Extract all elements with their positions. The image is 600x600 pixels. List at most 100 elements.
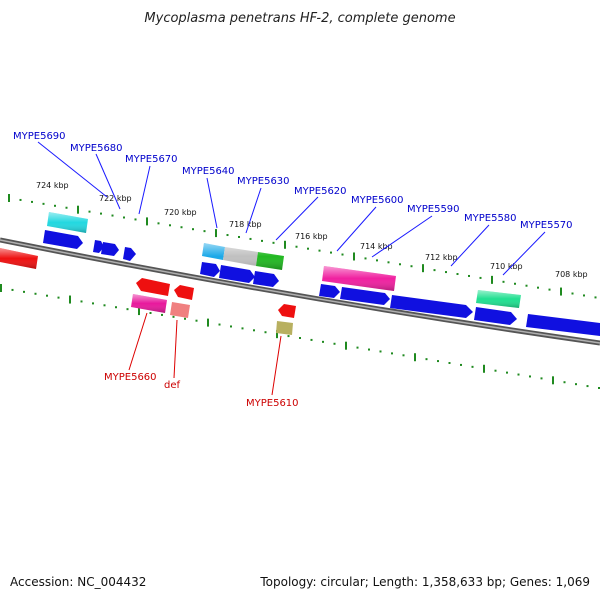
ruler-minor-tick <box>376 259 378 262</box>
gene-arrow <box>474 307 517 325</box>
ruler-major-tick <box>414 353 416 362</box>
ruler-minor-tick <box>80 300 83 303</box>
ruler-minor-tick <box>399 263 401 266</box>
ruler-minor-tick <box>88 210 91 213</box>
gene-labels-top: MYPE5690 MYPE5680 MYPE5670 MYPE5640 MYPE… <box>13 131 573 231</box>
ruler-minor-tick <box>502 280 505 283</box>
genes-reverse <box>0 248 296 335</box>
ruler-minor-tick <box>402 354 405 357</box>
ruler-minor-tick <box>537 286 539 289</box>
ruler-minor-tick <box>261 239 263 242</box>
ruler-major-tick <box>69 295 71 304</box>
ruler-minor-tick <box>598 387 600 389</box>
ruler-minor-tick <box>368 348 370 351</box>
tick-label-714: 714 kbp <box>360 242 393 251</box>
ruler-minor-tick <box>23 290 25 293</box>
ruler-minor-tick <box>310 338 313 341</box>
ruler-major-tick <box>0 284 2 292</box>
ruler-minor-tick <box>264 331 267 334</box>
ruler-major-tick <box>284 240 286 249</box>
ruler-minor-tick <box>241 327 244 330</box>
gene-arrow <box>43 230 83 249</box>
tick-label-724: 724 kbp <box>36 181 69 190</box>
ruler-minor-tick <box>575 383 577 386</box>
gene-label[interactable]: MYPE5600 <box>351 195 404 206</box>
genes-forward <box>43 212 600 336</box>
ruler-minor-tick <box>195 319 198 322</box>
ruler-minor-tick <box>479 276 482 279</box>
ruler-minor-tick <box>586 385 589 388</box>
ruler-minor-tick <box>322 340 324 343</box>
ruler-major-tick <box>138 307 140 316</box>
genome-summary: Topology: circular; Length: 1,358,633 bp… <box>259 575 590 589</box>
ruler-minor-tick <box>356 346 359 349</box>
ruler-minor-tick <box>299 337 301 339</box>
ruler-minor-tick <box>318 249 321 252</box>
ruler-minor-tick <box>391 352 393 355</box>
ruler-minor-tick <box>594 296 597 299</box>
ruler-minor-tick <box>115 306 117 309</box>
gene-label[interactable]: MYPE5610 <box>246 398 299 409</box>
gene-labels-bottom: MYPE5660 def MYPE5610 <box>104 372 299 409</box>
ruler-minor-tick <box>494 369 497 372</box>
ruler-minor-tick <box>92 302 94 305</box>
gene-label[interactable]: MYPE5570 <box>520 220 573 231</box>
ruler-minor-tick <box>425 358 428 361</box>
ruler-minor-tick <box>31 200 33 203</box>
ruler-major-tick <box>552 376 554 385</box>
ruler-minor-tick <box>379 350 382 353</box>
ruler-minor-tick <box>529 375 531 378</box>
gene-arrow <box>219 265 255 283</box>
gene-label[interactable]: MYPE5680 <box>70 143 123 154</box>
ruler-minor-tick <box>517 373 520 376</box>
tick-label-716: 716 kbp <box>295 232 328 241</box>
gene-label[interactable]: MYPE5660 <box>104 372 157 383</box>
gene-label[interactable]: MYPE5670 <box>125 154 178 165</box>
gene-arrow <box>123 247 136 261</box>
ruler-major-tick <box>207 318 209 327</box>
ruler-lower <box>0 284 600 389</box>
ruler-minor-tick <box>548 288 551 291</box>
gene-label[interactable]: MYPE5620 <box>294 186 347 197</box>
gene-arrow <box>200 262 220 277</box>
gene-label[interactable]: MYPE5580 <box>464 213 517 224</box>
ruler-minor-tick <box>514 282 516 285</box>
ruler-minor-tick <box>57 296 60 299</box>
gene-block <box>170 302 190 318</box>
gene-label[interactable]: MYPE5630 <box>237 176 290 187</box>
ruler-minor-tick <box>460 363 462 366</box>
ruler-minor-tick <box>42 202 45 205</box>
gene-arrow <box>253 271 279 287</box>
leader-lines-bottom <box>128 312 282 396</box>
tick-label-718: 718 kbp <box>229 220 262 229</box>
ruler-minor-tick <box>333 342 336 345</box>
ruler-minor-tick <box>249 237 252 240</box>
gene-label[interactable]: MYPE5640 <box>182 166 235 177</box>
ruler-minor-tick <box>103 304 106 307</box>
ruler-major-tick <box>8 194 10 202</box>
map-title: Mycoplasma penetrans HF-2, complete geno… <box>144 11 455 26</box>
ruler-minor-tick <box>525 284 528 287</box>
ruler-minor-tick <box>34 292 37 295</box>
ruler-minor-tick <box>437 360 439 363</box>
ruler-minor-tick <box>54 204 56 207</box>
ruler-major-tick <box>560 287 562 296</box>
ruler-minor-tick <box>157 222 160 225</box>
ruler-minor-tick <box>134 218 137 221</box>
gene-label[interactable]: def <box>164 380 181 391</box>
ruler-minor-tick <box>295 245 298 248</box>
ruler-upper <box>8 194 597 299</box>
gene-label[interactable]: MYPE5690 <box>13 131 66 142</box>
gene-label[interactable]: MYPE5590 <box>407 204 460 215</box>
ruler-minor-tick <box>126 308 129 311</box>
ruler-minor-tick <box>540 377 543 380</box>
gene-arrow <box>526 314 600 336</box>
ruler-minor-tick <box>230 325 232 328</box>
ruler-minor-tick <box>226 234 229 237</box>
ruler-minor-tick <box>571 292 574 295</box>
ruler-minor-tick <box>203 230 206 233</box>
ruler-minor-tick <box>364 257 367 260</box>
ruler-minor-tick <box>149 312 152 314</box>
ruler-minor-tick <box>65 206 68 209</box>
ruler-minor-tick <box>287 335 290 338</box>
